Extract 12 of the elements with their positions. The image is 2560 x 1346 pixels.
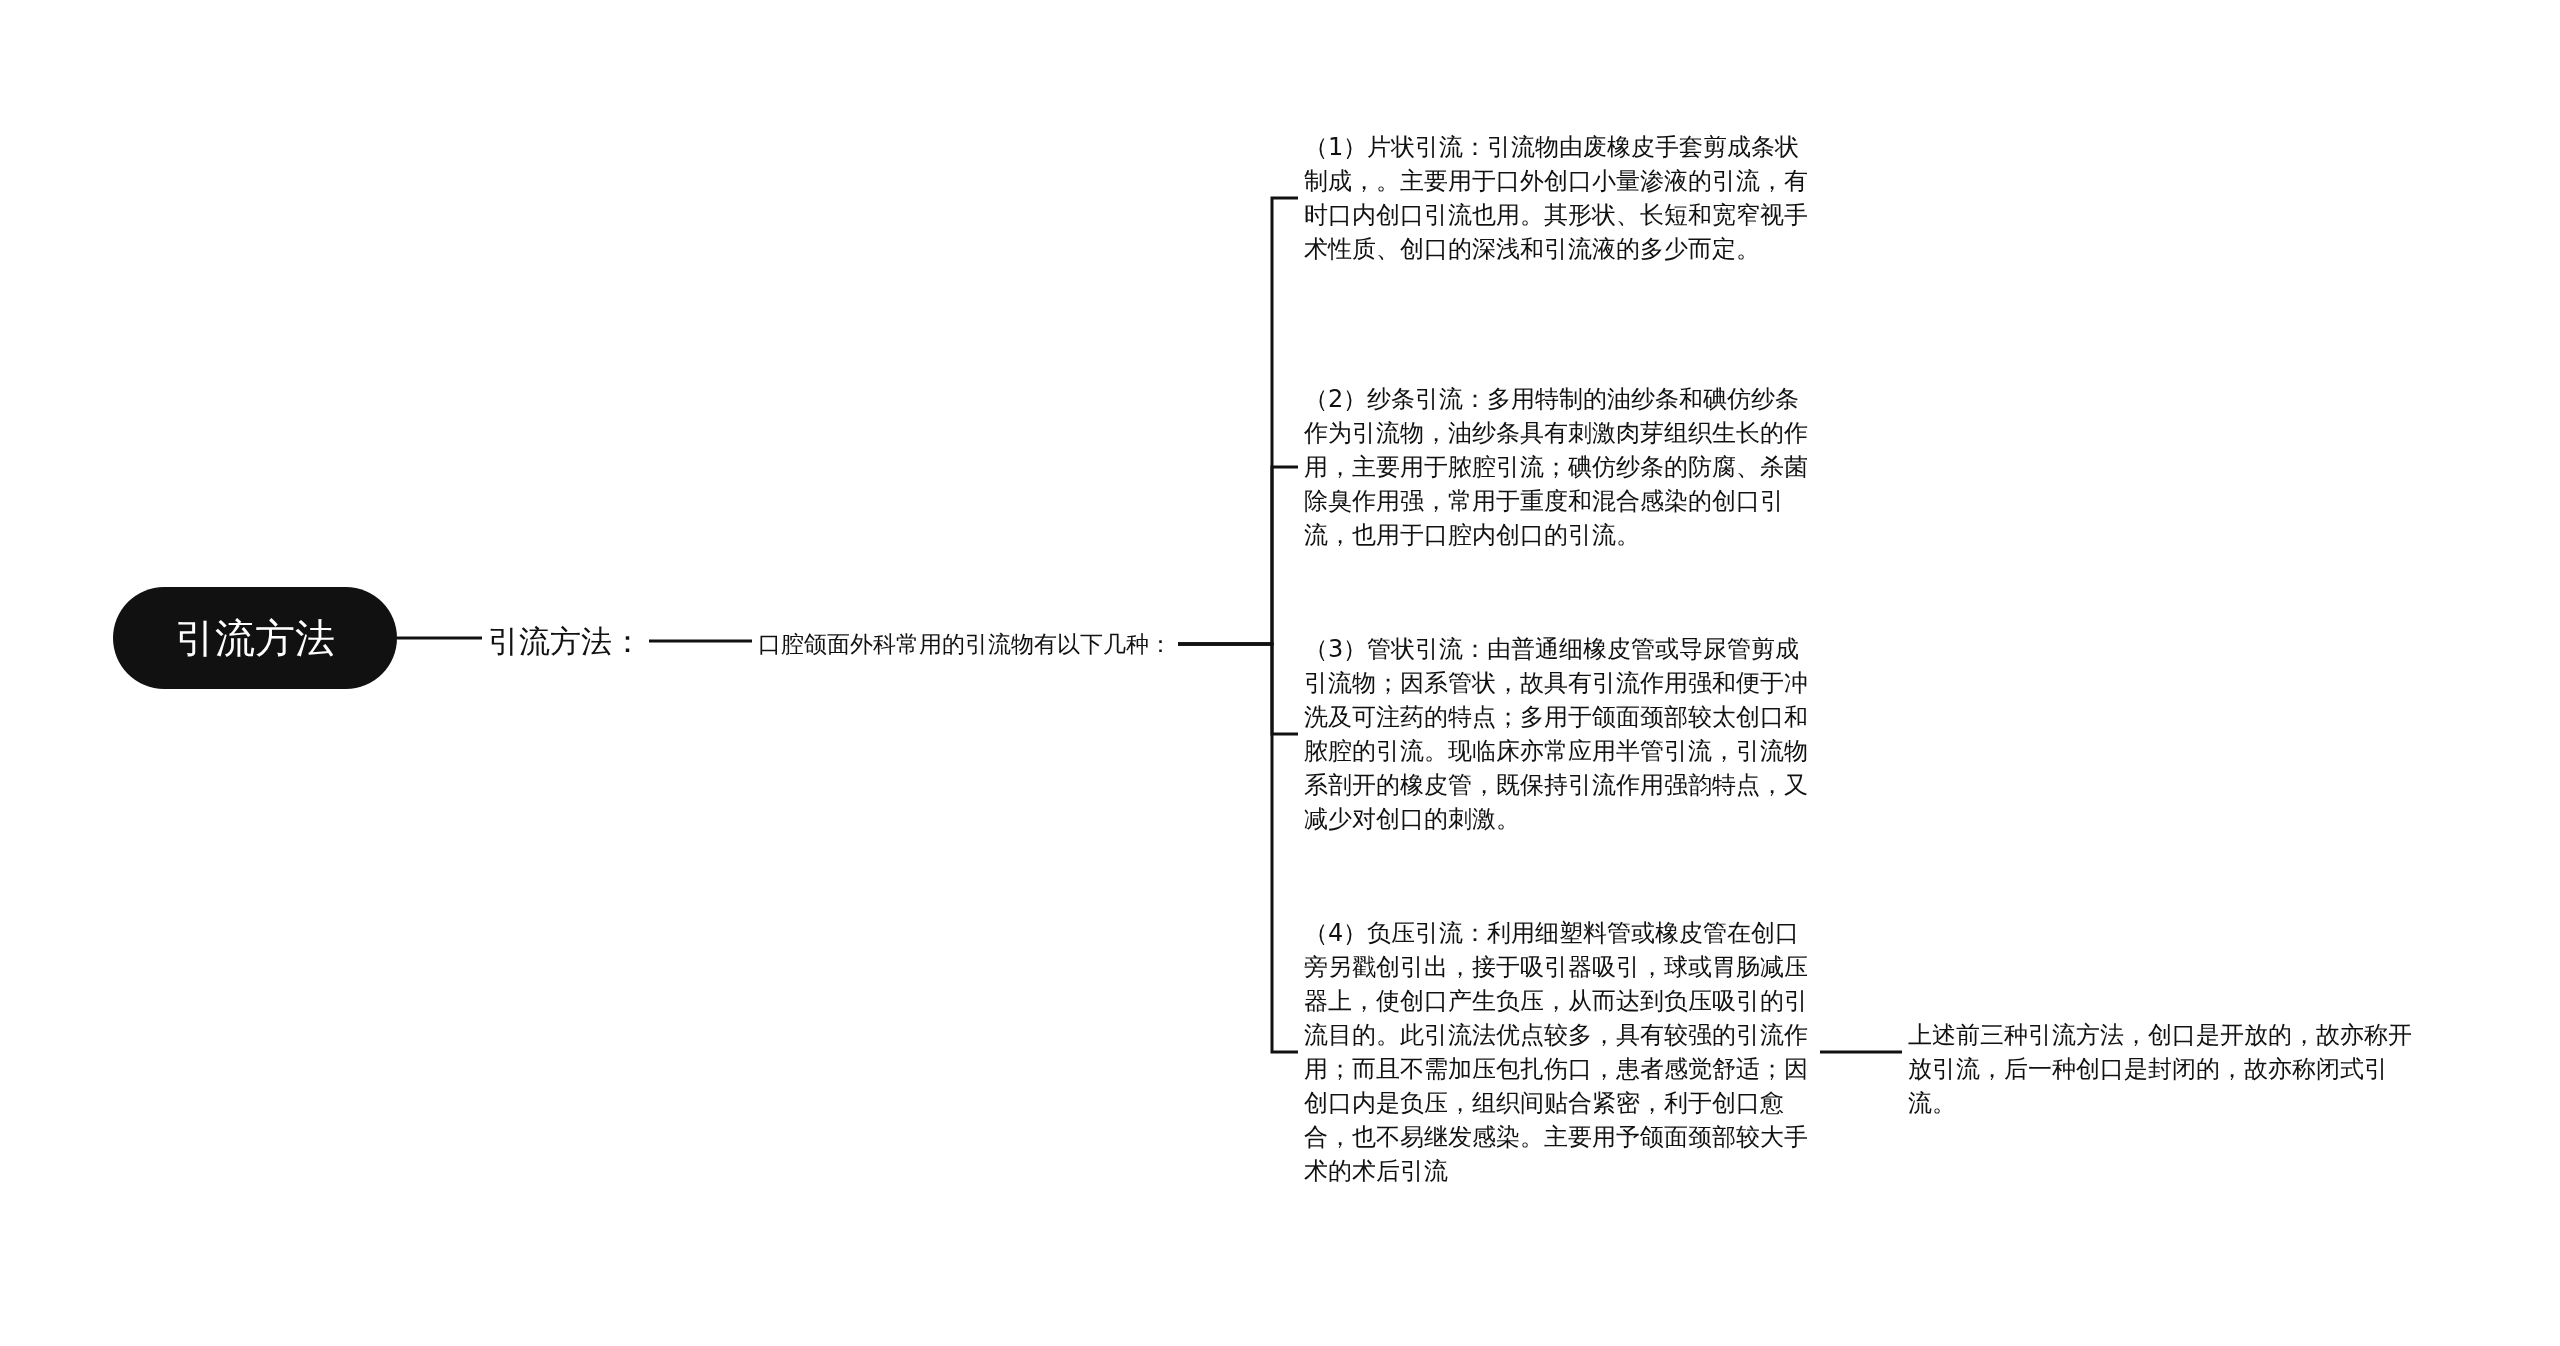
topic-text: （2）纱条引流：多用特制的油纱条和碘仿纱条作为引流物，油纱条具有刺激肉芽组织生长的作用，主要用于脓腔引流；碘仿纱条的防腐、杀菌除臭作用强，常用于重度和混合感染的创口引流，也用于口腔内创口的引流。 (1304, 384, 1809, 551)
topic-text: 上述前三种引流方法，创口是开放的，故亦称开放引流，后一种创口是封闭的，故亦称闭式引流。 (1908, 1020, 2413, 1119)
topic-text: 口腔颌面外科常用的引流物有以下几种： (758, 630, 1172, 659)
topic-text: 引流方法： (488, 622, 643, 661)
topic-text: （3）管状引流：由普通细橡皮管或导尿管剪成引流物；因系管状，故具有引流作用强和便于冲洗及可注药的特点；多用于颌面颈部较太创口和脓腔的引流。现临床亦常应用半管引流，引流物系剖开的橡皮管，既保持引流作用强韵特点，又减少对创口的刺激。 (1304, 634, 1809, 835)
connector-line (1178, 642, 1298, 1054)
topic-text: 引流方法 (174, 614, 336, 663)
connector-line (1820, 1050, 1902, 1054)
topic-text: （1）片状引流：引流物由废橡皮手套剪成条状制成，。主要用于口外创口小量渗液的引流，有时口内创口引流也用。其形状、长短和宽窄视手术性质、创口的深浅和引流液的多少而定。 (1304, 132, 1809, 265)
connector-line (397, 636, 482, 640)
topic-text: （4）负压引流：利用细塑料管或橡皮管在创口旁另戳创引出，接于吸引器吸引，球或胃肠减压器上，使创口产生负压，从而达到负压吸引的引流目的。此引流法优点较多，具有较强的引流作用；而且不需加压包扎伤口，患者感觉舒适；因创口内是负压，组织间贴合紧密，利于创口愈合，也不易继发感染。主要用予颌面颈部较大手术的术后引流 (1304, 918, 1809, 1187)
connector-line (649, 639, 752, 643)
